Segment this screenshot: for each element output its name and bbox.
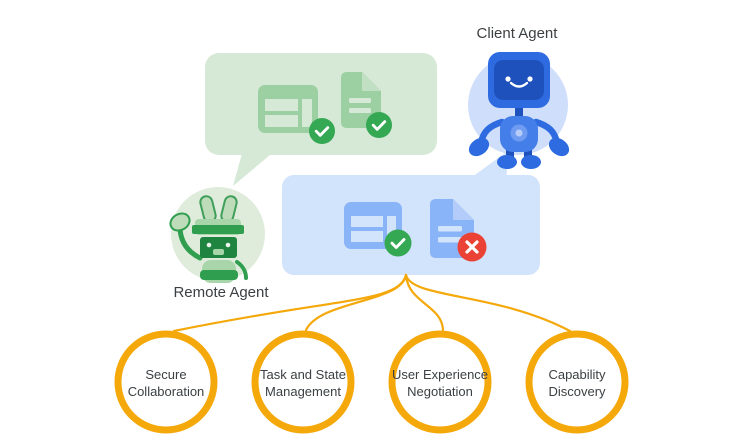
remote-agent: Remote Agent (169, 187, 269, 301)
client-agent-label: Client Agent (477, 25, 559, 42)
remote-message-bubble (205, 53, 437, 186)
capability-label: User Experience (392, 367, 488, 382)
document-icon (341, 72, 381, 128)
capability-label: Task and State (260, 367, 346, 382)
success-badge-icon (366, 112, 392, 138)
bubble-body (282, 175, 540, 275)
client-agent: Client Agent (468, 25, 570, 169)
web-page-icon (258, 85, 318, 133)
success-badge-icon (384, 229, 412, 257)
error-badge-icon (457, 232, 487, 262)
capability-label: Management (265, 384, 341, 399)
speech-tail (233, 150, 276, 186)
client-robot-icon (468, 52, 570, 169)
capability-label: Negotiation (407, 384, 473, 399)
capability-circle-user-experience-negotiation: User Experience Negotiation (388, 330, 492, 434)
capability-circles: Secure Collaboration Task and State Mana… (114, 330, 629, 434)
connector-line (404, 273, 445, 332)
remote-agent-label: Remote Agent (173, 284, 269, 301)
capability-label: Discovery (548, 384, 606, 399)
speech-tail (468, 150, 509, 180)
capability-fan-lines (172, 273, 572, 333)
remote-robot-icon (169, 195, 248, 283)
connector-line (404, 273, 572, 333)
success-badge-icon (309, 118, 335, 144)
capability-circle-secure-collaboration: Secure Collaboration (114, 330, 218, 434)
client-message-bubble (282, 150, 540, 275)
capability-label: Capability (548, 367, 606, 382)
connector-line (304, 273, 408, 332)
capability-circle-task-state-management: Task and State Management (251, 330, 355, 434)
capability-label: Secure (145, 367, 186, 382)
capability-label: Collaboration (128, 384, 205, 399)
capability-circle-capability-discovery: Capability Discovery (525, 330, 629, 434)
